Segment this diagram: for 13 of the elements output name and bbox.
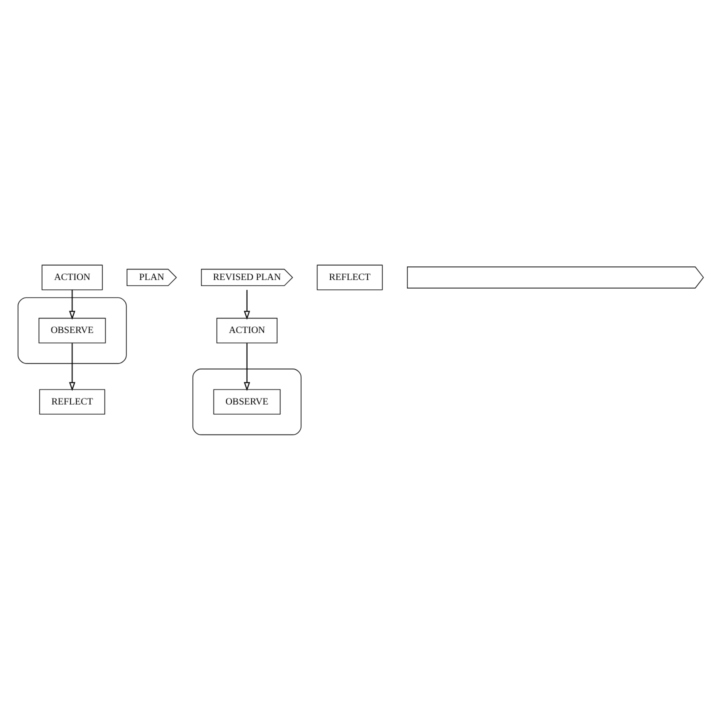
arrow [244,289,250,320]
node-box: OBSERVE [213,388,281,414]
node-box: ACTION [216,317,278,343]
node-band [407,266,704,288]
node-box: OBSERVE [38,317,106,343]
node-box: REFLECT [39,388,106,414]
arrow [69,289,76,320]
cluster [192,368,302,435]
cluster [18,296,127,364]
node-box: ACTION [42,264,103,290]
node-box: REFLECT [316,264,383,290]
arrow [69,342,76,391]
arrow [244,342,250,391]
